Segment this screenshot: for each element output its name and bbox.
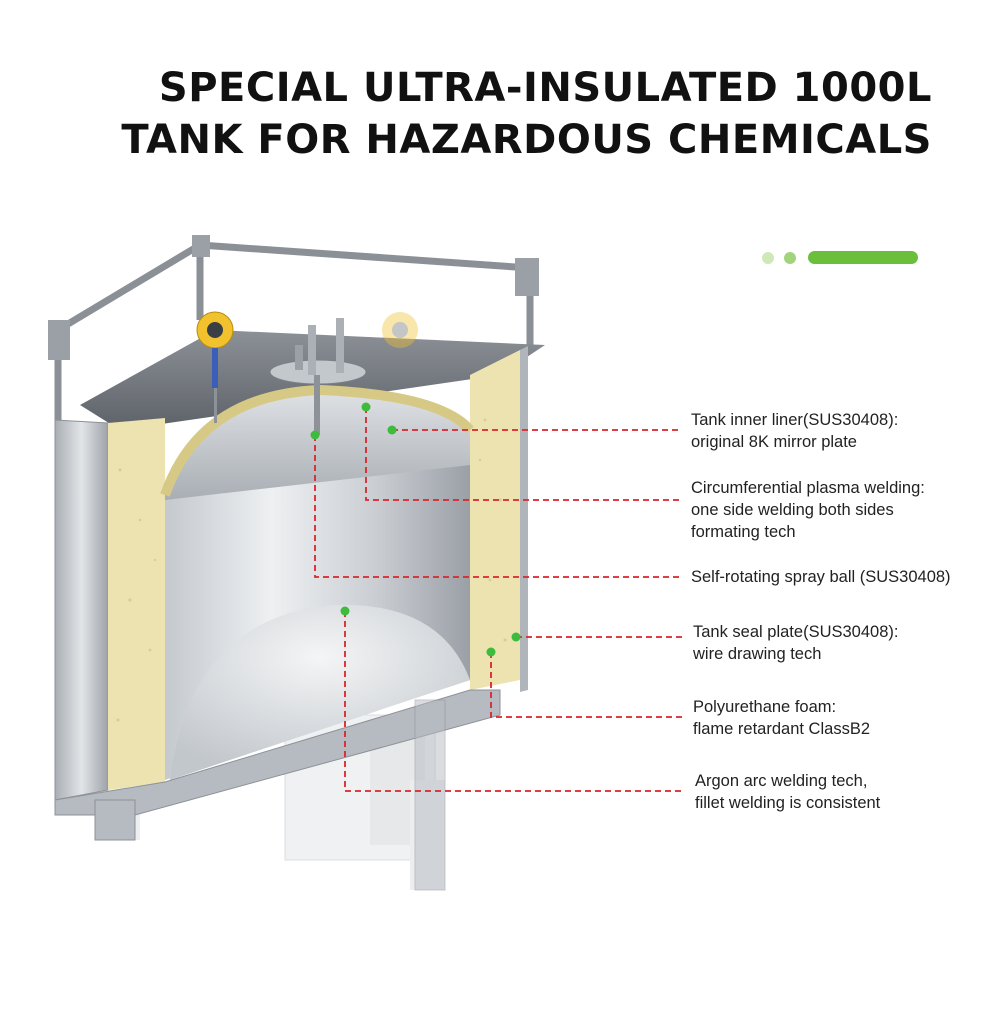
foam-layer-left	[108, 418, 165, 790]
callout-seal-plate-line-1: Tank seal plate(SUS30408):	[693, 623, 899, 641]
bottom-frame	[54, 689, 501, 891]
frame-corner-brackets	[48, 235, 539, 360]
marker-spray-ball	[310, 430, 320, 440]
foam-layer-right	[470, 350, 520, 690]
indicator-dot-2	[784, 252, 796, 264]
callout-spray-ball-line-1: Self-rotating spray ball (SUS30408)	[691, 568, 951, 586]
callout-polyurethane-foam-line-2: flame retardant ClassB2	[693, 720, 870, 738]
callout-markers	[310, 402, 521, 657]
page-title: SPECIAL ULTRA-INSULATED 1000L TANK FOR H…	[121, 62, 932, 166]
top-fittings	[269, 318, 367, 435]
callout-plasma-welding-line-1: Circumferential plasma welding:	[691, 479, 925, 497]
leader-plasma-welding	[365, 407, 682, 501]
marker-polyurethane-foam	[486, 647, 496, 657]
title-line-1: SPECIAL ULTRA-INSULATED 1000L	[158, 65, 932, 111]
callout-spray-ball: Self-rotating spray ball (SUS30408)	[691, 566, 951, 588]
callout-inner-liner-line-2: original 8K mirror plate	[691, 433, 857, 451]
foam-texture	[116, 418, 507, 722]
pressure-gauge-yellow-ghost	[382, 312, 418, 348]
title-line-2: TANK FOR HAZARDOUS CHEMICALS	[121, 117, 932, 163]
indicator-bar-active	[808, 251, 918, 264]
leader-polyurethane-foam	[490, 652, 682, 718]
pressure-gauge-yellow	[196, 311, 234, 423]
callout-argon-welding: Argon arc welding tech, fillet welding i…	[695, 770, 880, 814]
callout-polyurethane-foam: Polyurethane foam: flame retardant Class…	[693, 696, 870, 740]
callout-inner-liner-line-1: Tank inner liner(SUS30408):	[691, 411, 899, 429]
marker-plasma-welding	[361, 402, 371, 412]
callout-argon-welding-line-2: fillet welding is consistent	[695, 794, 881, 812]
outer-panel-left	[54, 419, 109, 801]
marker-argon-welding	[340, 606, 350, 616]
callout-inner-liner: Tank inner liner(SUS30408): original 8K …	[691, 409, 898, 453]
callout-plasma-welding-line-2: one side welding both sides	[691, 501, 894, 519]
callout-plasma-welding-line-3: formating tech	[691, 523, 796, 541]
leader-argon-welding	[344, 611, 682, 792]
callout-plasma-welding: Circumferential plasma welding: one side…	[691, 477, 925, 543]
slide-indicator	[762, 250, 922, 264]
indicator-dot-1	[762, 252, 774, 264]
callout-seal-plate-line-2: wire drawing tech	[693, 645, 822, 663]
callout-argon-welding-line-1: Argon arc welding tech,	[695, 772, 868, 790]
leader-spray-ball	[314, 435, 682, 578]
callout-leader-lines	[314, 407, 682, 792]
inner-bottom-dish	[170, 604, 470, 780]
callout-seal-plate: Tank seal plate(SUS30408): wire drawing …	[693, 621, 898, 665]
marker-seal-plate	[511, 632, 521, 642]
callout-polyurethane-foam-line-1: Polyurethane foam:	[693, 698, 837, 716]
marker-inner-liner	[387, 425, 397, 435]
